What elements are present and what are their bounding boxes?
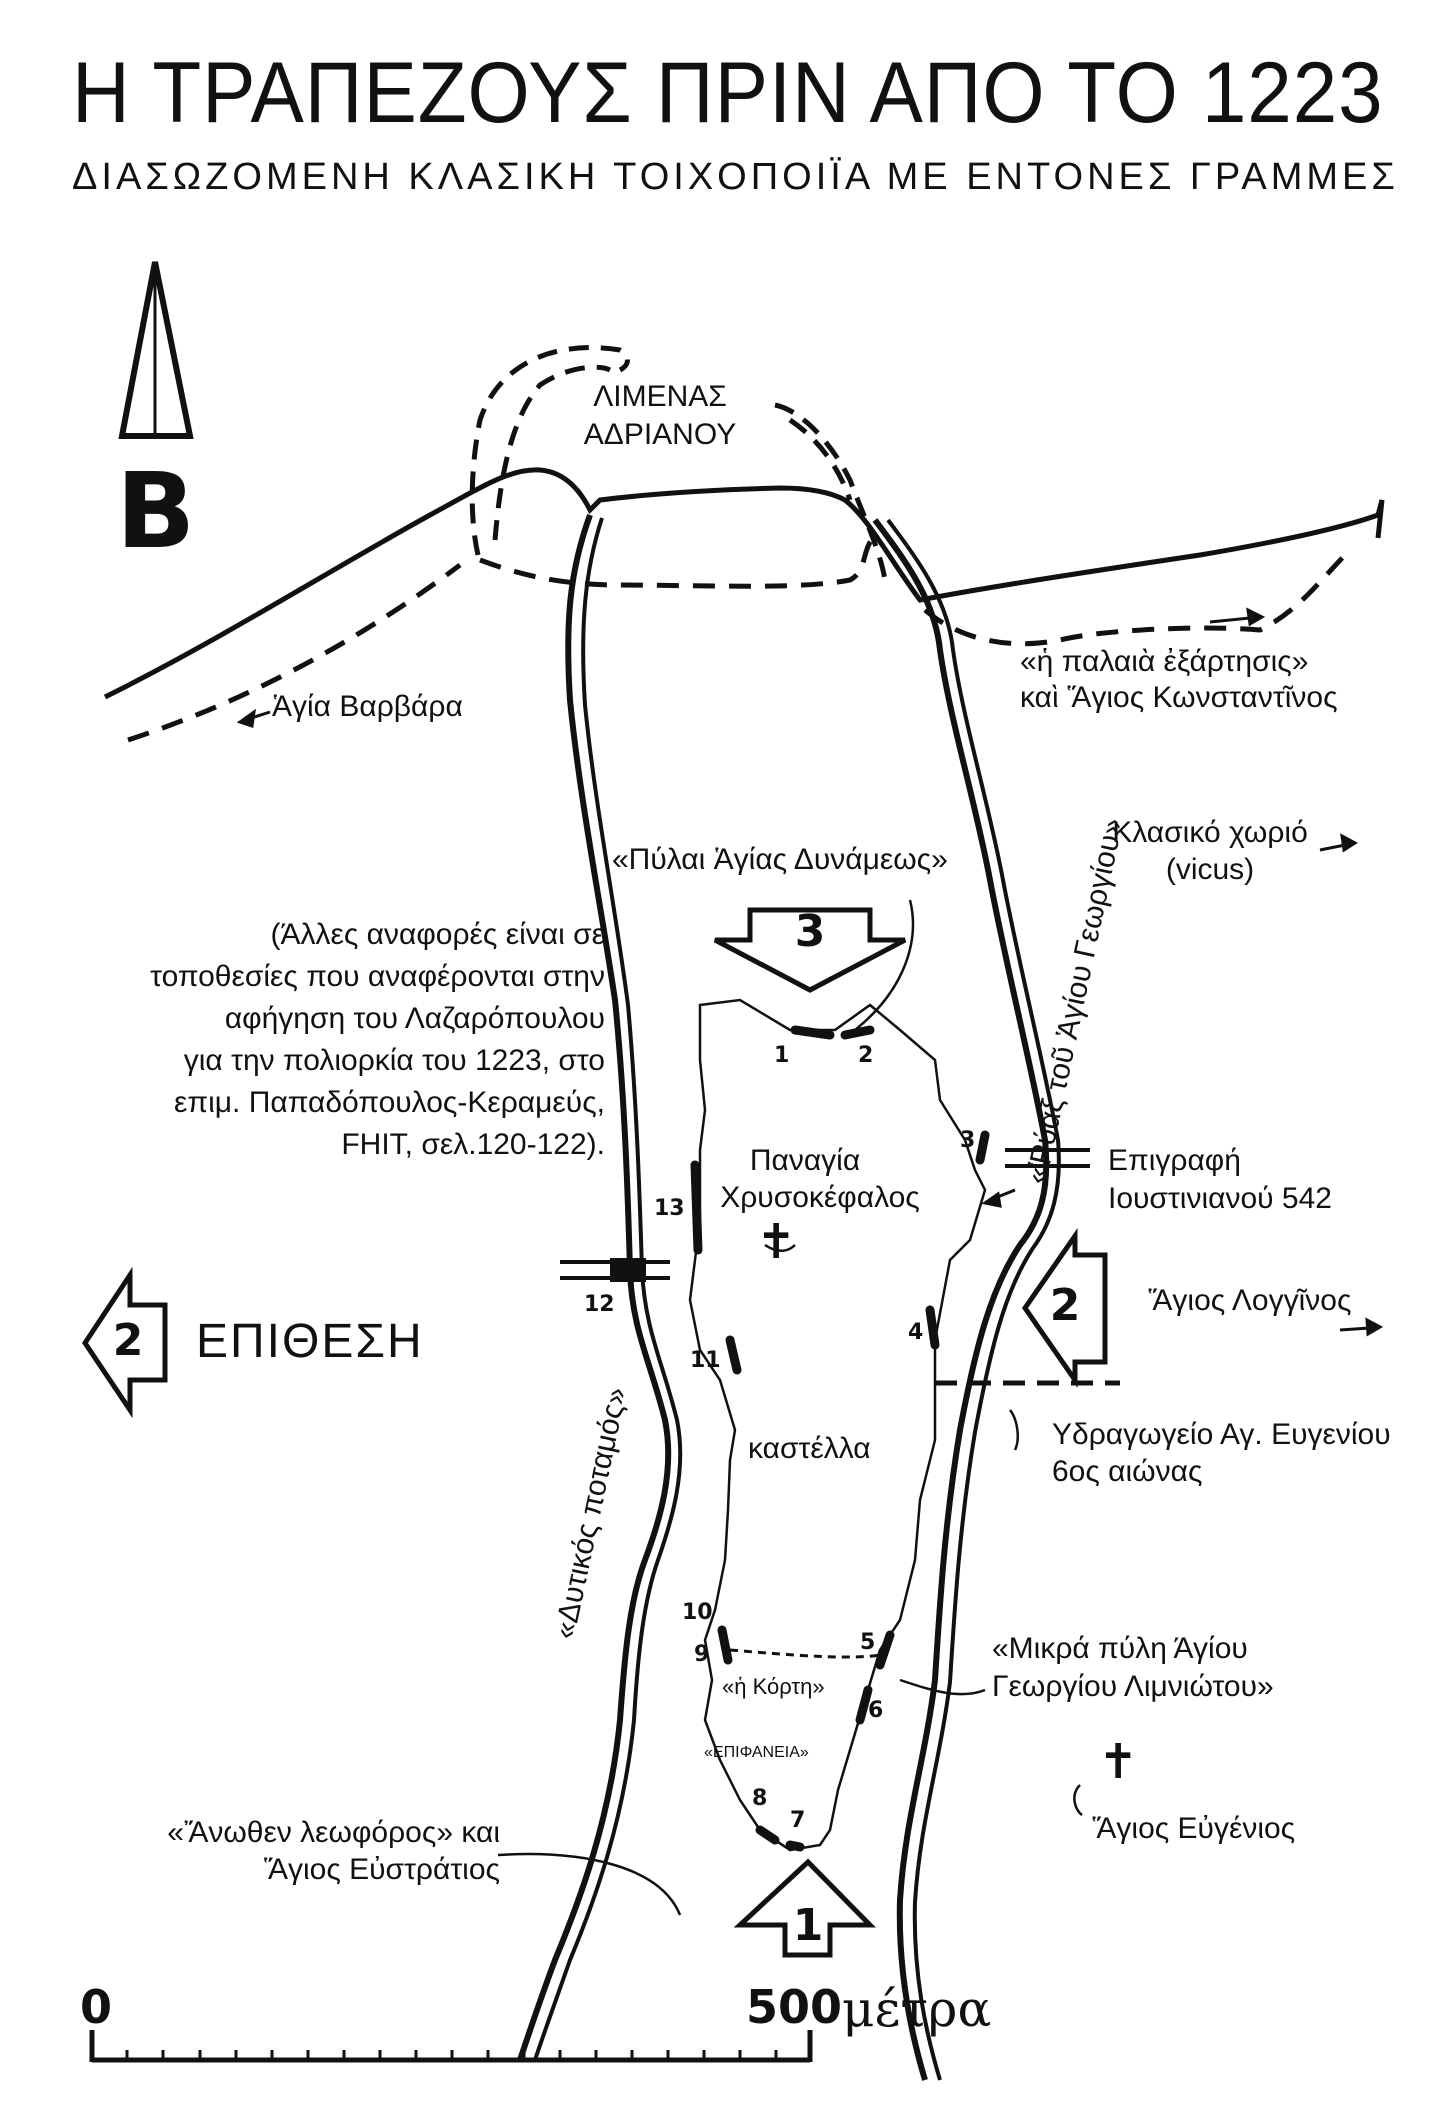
attack-arrow-2-east: [1021, 1228, 1108, 1388]
cross-icon: ✝: [756, 1214, 797, 1270]
eugenios-label: Ἅγιος Εὐγένιος: [1092, 1812, 1296, 1845]
wall-number-7: 7: [790, 1808, 806, 1833]
citadel-outline: [688, 998, 987, 1852]
west-river: [517, 513, 672, 2061]
old-coastline: [127, 532, 1352, 743]
attack-arrow-2-west-number: 2: [112, 1315, 144, 1366]
leader-lines: [497, 899, 1083, 1916]
harbour-label-1: ΛΙΜΕΝΑΣ: [593, 380, 727, 413]
east-river-bank: [886, 518, 1061, 2081]
longinos-label: Ἅγιος Λογγῖνος: [1148, 1284, 1352, 1317]
ydragogeio-label-1: Υδραγωγείο Αγ. Ευγενίου: [1052, 1418, 1391, 1451]
korti-line: [729, 1648, 881, 1659]
harbour-label-2: ΑΔΡΙΑΝΟΥ: [583, 418, 737, 451]
east-river: [872, 518, 1050, 2081]
anothen-label-1: «Ἄνωθεν λεωφόρος» και: [167, 1816, 500, 1849]
west-river-bank: [533, 517, 683, 2061]
wall-number-6: 6: [868, 1698, 884, 1723]
classical-wall-segments: [690, 1025, 990, 1852]
wall-number-10: 10: [682, 1600, 713, 1625]
map-title: Η ΤΡΑΠΕΖΟΥΣ ΠΡΙΝ ΑΠΟ ΤΟ 1223: [72, 45, 1384, 141]
wall-number-11: 11: [690, 1348, 721, 1373]
scale-start: 0: [80, 1980, 113, 2034]
epigrafi-label-2: Ιουστινιανού 542: [1108, 1182, 1332, 1215]
map-subtitle: ΔΙΑΣΩΖΟΜΕΝΗ ΚΛΑΣΙΚΗ ΤΟΙΧΟΠΟΙΪΑ ΜΕ ΕΝΤΟΝΕ…: [72, 156, 1399, 198]
wall-number-12: 12: [584, 1292, 615, 1317]
harbour-mole: [469, 345, 630, 556]
wall-number-1: 1: [774, 1043, 790, 1068]
note-line-4: για την πολιορκία του 1223, στο: [183, 1044, 605, 1077]
exartisis-label-1: «ἡ παλαιὰ ἐξάρτησις»: [1020, 645, 1309, 678]
north-label: B: [116, 450, 196, 572]
east-bridge: [1005, 1148, 1090, 1168]
north-arrow-icon: [118, 261, 194, 439]
exartisis-label-2: καὶ Ἅγιος Κωνσταντῖνος: [1020, 681, 1338, 714]
note-line-6: FHIT, σελ.120-122).: [341, 1128, 605, 1161]
note-line-5: επιμ. Παπαδόπουλος-Κεραμεύς,: [174, 1086, 605, 1119]
ydragogeio-label-2: 6ος αιώνας: [1052, 1455, 1203, 1488]
attack-arrow-3-number: 3: [794, 906, 826, 957]
anothen-label-2: Ἅγιος Εὐστράτιος: [263, 1853, 500, 1886]
wall-number-13: 13: [654, 1196, 685, 1221]
scale-bar: [89, 2030, 813, 2063]
panagia-label-2: Χρυσοκέφαλος: [720, 1181, 920, 1214]
vicus-label-1: Κλασικό χωριό: [1112, 816, 1308, 849]
note-line-2: τοποθεσίες που αναφέρονται στην: [150, 960, 605, 993]
attack-label: ΕΠΙΘΕΣΗ: [196, 1315, 424, 1368]
pylai-label: «Πύλαι Ἁγίας Δυνάμεως»: [612, 843, 948, 876]
attack-arrow-1-number: 1: [792, 1900, 824, 1951]
coastline: [103, 467, 1385, 700]
mikra-pyli-label-2: Γεωργίου Λιμνιώτου»: [992, 1670, 1274, 1703]
epifaneia-label: «ΕΠΙΦΑΝΕΙΑ»: [704, 1744, 809, 1761]
attack-arrow-1: [733, 1858, 876, 1958]
west-bridge: [560, 1258, 670, 1282]
vicus-label-2: (vicus): [1165, 853, 1255, 886]
scale-unit: μέτρα: [842, 1980, 992, 2038]
scale-end: 500: [746, 1980, 843, 2034]
attack-arrow-2-west: [81, 1266, 168, 1419]
wall-number-2: 2: [858, 1043, 874, 1068]
note-line-3: αφήγηση του Λαζαρόπουλου: [224, 1002, 605, 1035]
agia-varvara-label: Ἁγία Βαρβάρα: [272, 690, 463, 723]
mikra-pyli-label-1: «Μικρά πύλη Άγίου: [992, 1632, 1248, 1665]
korti-label: «ἡ Κόρτη»: [722, 1674, 825, 1699]
wall-number-4: 4: [908, 1320, 924, 1345]
small-arrows: [236, 607, 1384, 1337]
wall-number-5: 5: [860, 1630, 876, 1655]
wall-number-9: 9: [694, 1642, 710, 1667]
east-mole: [774, 402, 888, 581]
kastella-label: καστέλλα: [748, 1432, 871, 1465]
attack-arrow-2-east-number: 2: [1049, 1280, 1081, 1331]
wall-number-3: 3: [960, 1128, 976, 1153]
wall-number-8: 8: [752, 1786, 768, 1811]
epigrafi-label-1: Επιγραφή: [1108, 1144, 1241, 1177]
cross-icon-eugenios: ✝: [1098, 1734, 1139, 1790]
panagia-label-1: Παναγία: [749, 1144, 861, 1177]
note-line-1: (Άλλες αναφορές είναι σε: [270, 918, 605, 951]
attack-arrow-3: [713, 907, 907, 993]
